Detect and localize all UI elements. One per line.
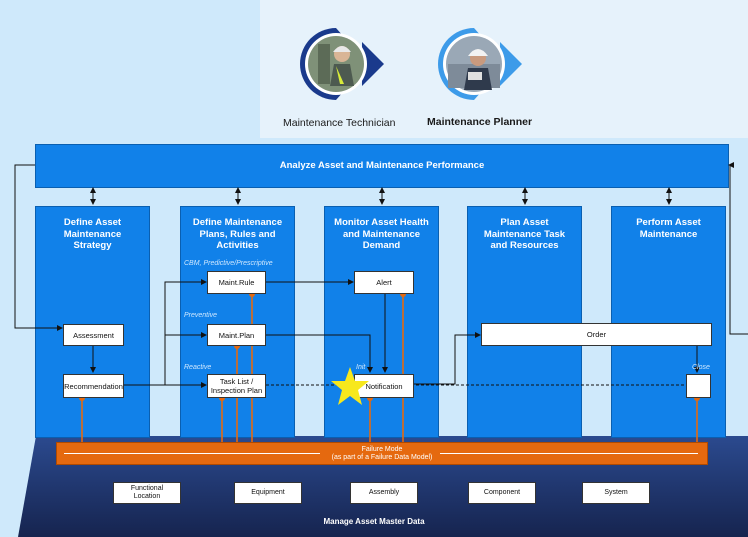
assessment-box[interactable]: Assessment (63, 324, 124, 346)
technician-label: Maintenance Technician (283, 117, 396, 129)
column-title: Define Maintenance Plans, Rules and Acti… (192, 217, 283, 251)
master-item-equipment[interactable]: Equipment (234, 482, 302, 504)
column-perform-maintenance[interactable]: Perform Asset Maintenance (611, 206, 726, 438)
master-item-functional-location[interactable]: Functional Location (113, 482, 181, 504)
planner-avatar (434, 24, 524, 114)
star-marker-icon (331, 367, 369, 405)
maint-plan-box[interactable]: Maint.Plan (207, 324, 266, 346)
failure-divider-right (440, 453, 698, 454)
failure-divider-left (64, 453, 320, 454)
notification-box[interactable]: Notification (354, 374, 414, 398)
failure-mode-bar[interactable]: Failure Mode (as part of a Failure Data … (56, 442, 708, 465)
column-title: Plan Asset Maintenance Task and Resource… (483, 217, 566, 251)
reactive-label: Reactive (184, 364, 212, 371)
init-label: Init (356, 364, 366, 371)
column-plan-maintenance[interactable]: Plan Asset Maintenance Task and Resource… (467, 206, 582, 438)
recommendation-box[interactable]: Recommendation (63, 374, 124, 398)
master-item-system[interactable]: System (582, 482, 650, 504)
column-define-strategy[interactable]: Define Asset Maintenance Strategy (35, 206, 150, 438)
failure-mode-title: Failure Mode (361, 446, 403, 453)
technician-avatar (296, 24, 386, 114)
failure-mode-subtitle: (as part of a Failure Data Model) (331, 454, 433, 461)
planner-label: Maintenance Planner (427, 116, 533, 128)
task-list-box[interactable]: Task List / Inspection Plan (207, 374, 266, 398)
master-item-component[interactable]: Component (468, 482, 536, 504)
cbm-label: CBM, Predictive/Prescriptive (184, 260, 273, 267)
column-title: Monitor Asset Health and Maintenance Dem… (334, 217, 429, 251)
order-box[interactable]: Order (481, 323, 712, 346)
master-data-title: Manage Asset Master Data (323, 517, 425, 526)
close-label: Close (692, 364, 710, 371)
master-item-assembly[interactable]: Assembly (350, 482, 418, 504)
close-box[interactable] (686, 374, 711, 398)
column-title: Define Asset Maintenance Strategy (63, 217, 122, 251)
planner-photo-icon (438, 28, 522, 100)
preventive-label: Preventive (184, 312, 218, 319)
alert-box[interactable]: Alert (354, 271, 414, 294)
column-title: Perform Asset Maintenance (636, 217, 701, 240)
maint-rule-box[interactable]: Maint.Rule (207, 271, 266, 294)
technician-photo-icon (300, 28, 384, 100)
analyze-performance-bar[interactable]: Analyze Asset and Maintenance Performanc… (35, 144, 729, 188)
